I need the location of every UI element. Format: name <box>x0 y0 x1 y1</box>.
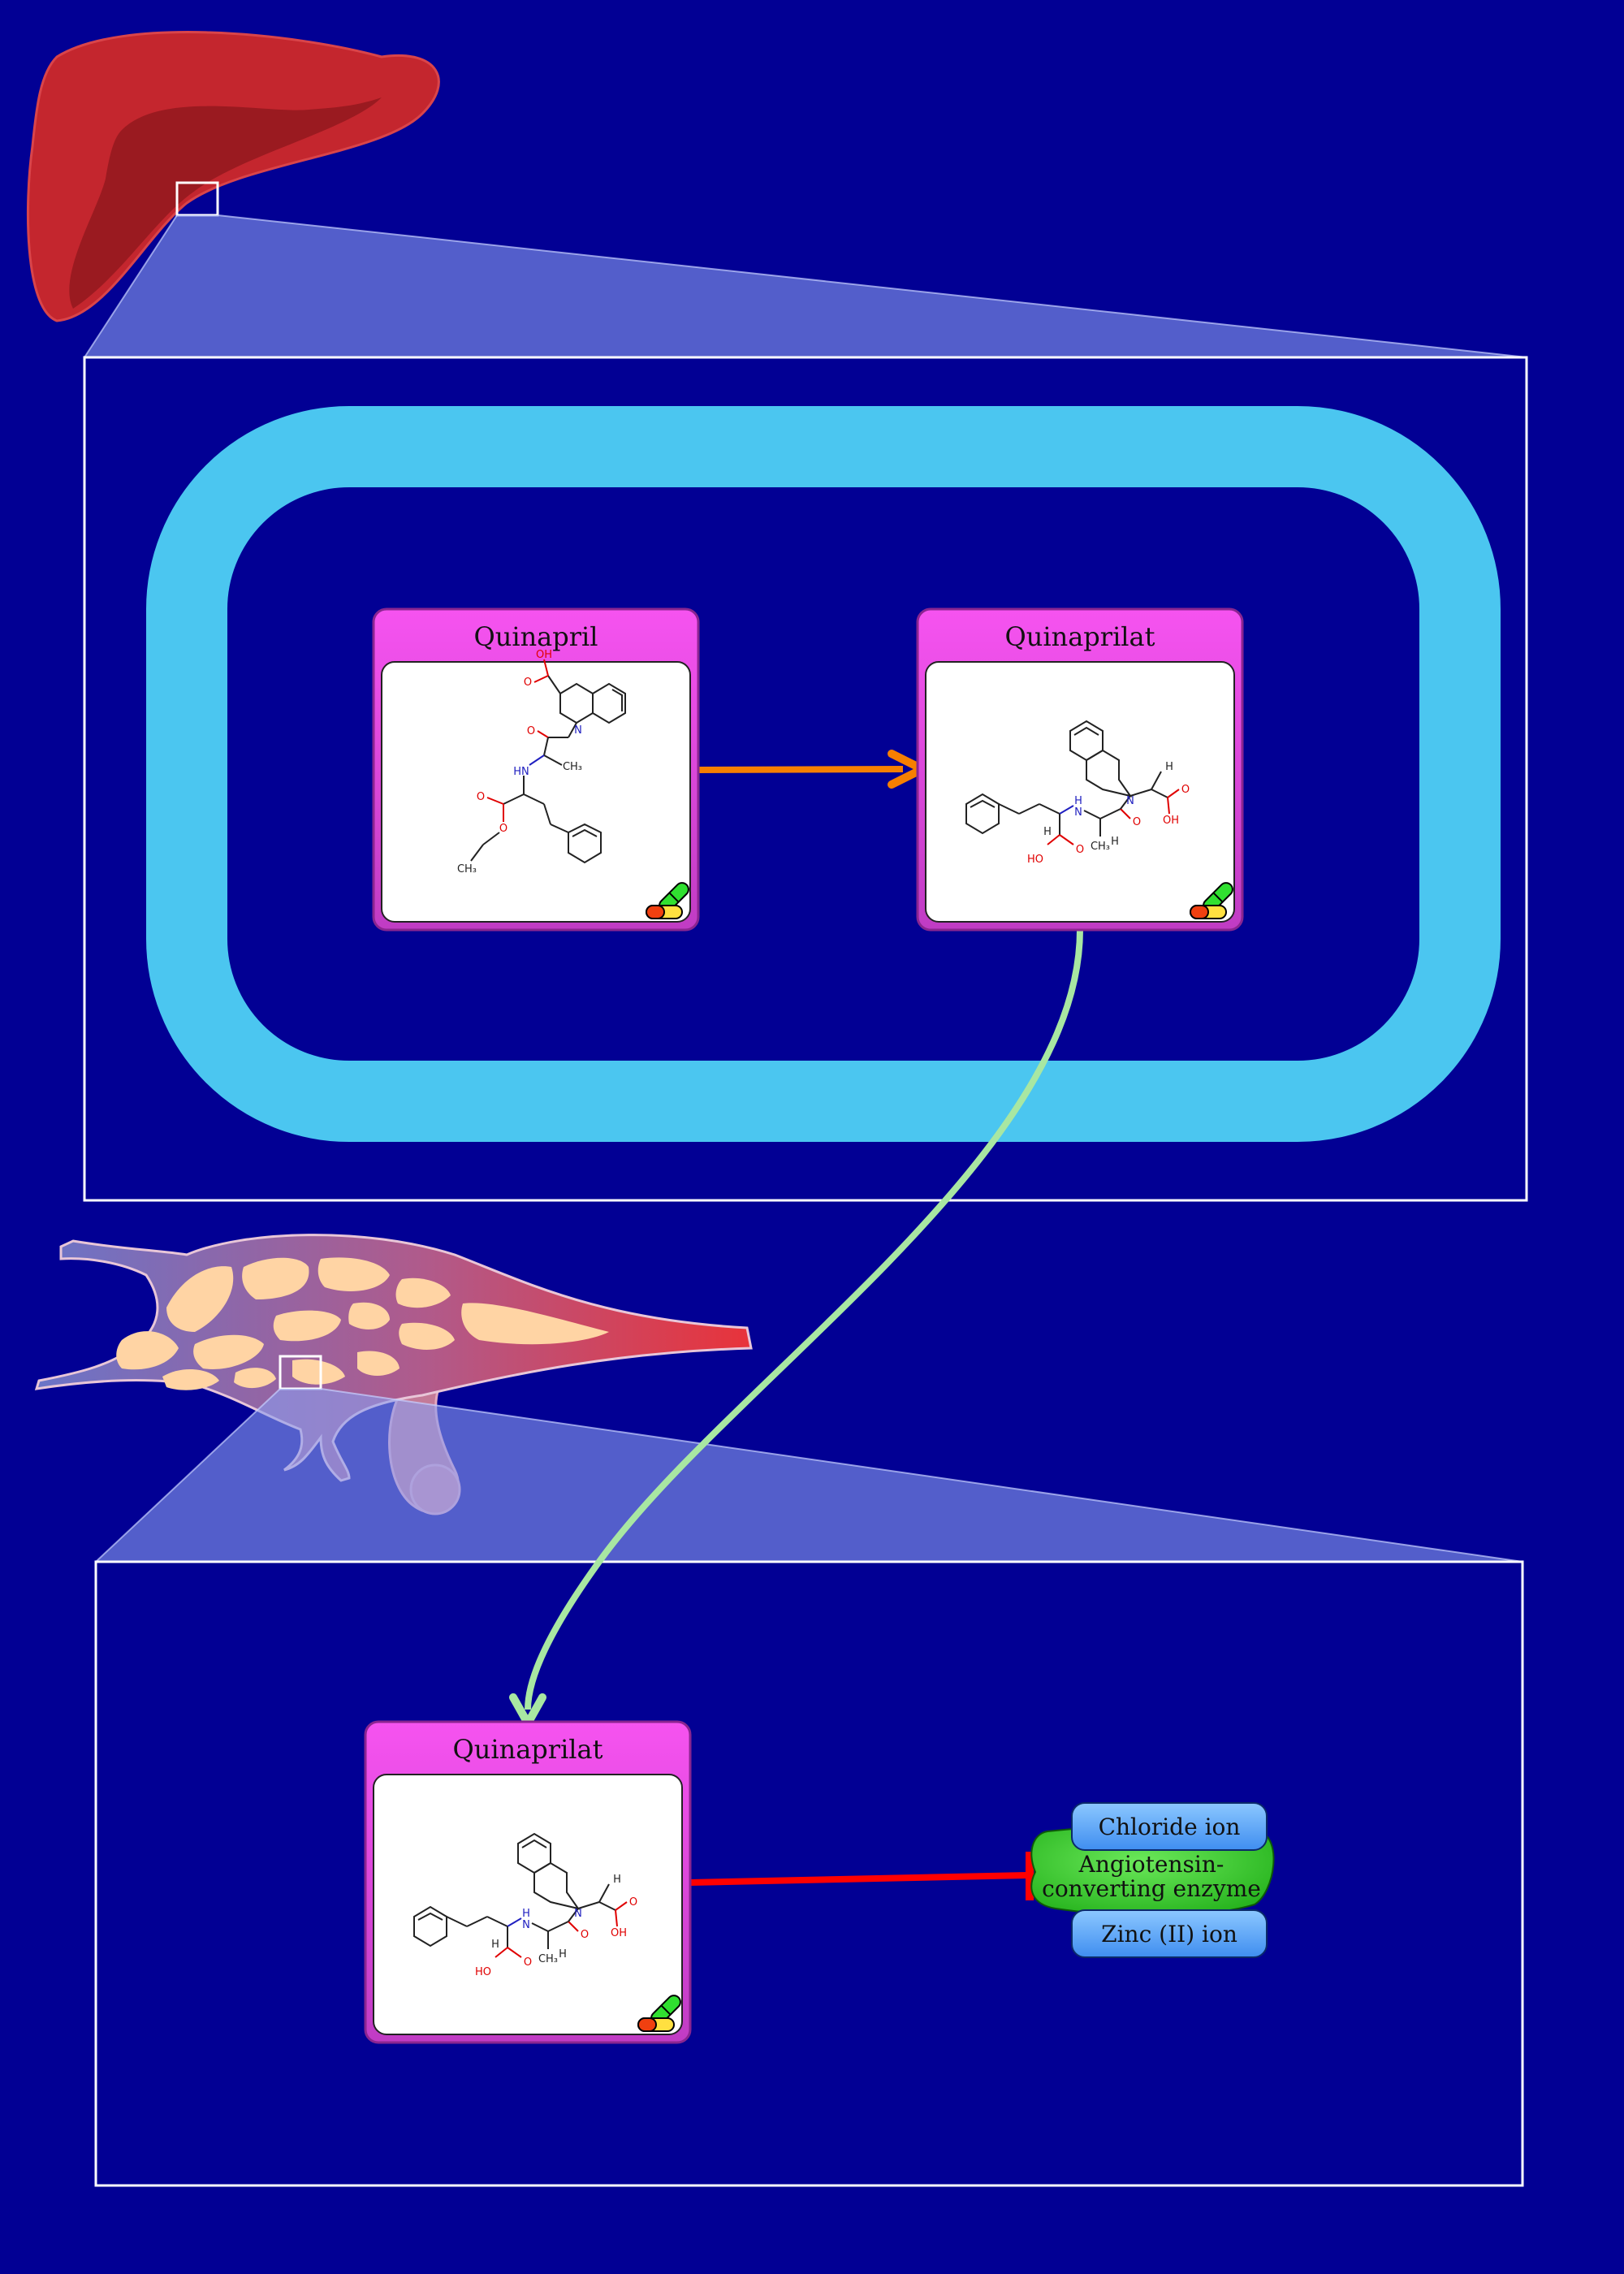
svg-text:CH₃: CH₃ <box>538 1953 558 1965</box>
quinaprilat-structure <box>965 720 1180 845</box>
svg-text:O: O <box>477 791 485 803</box>
svg-text:O: O <box>1133 816 1141 828</box>
svg-text:H: H <box>1074 795 1082 807</box>
svg-text:N: N <box>574 724 582 737</box>
zoom-projection-liver <box>84 215 1527 357</box>
svg-text:CH₃: CH₃ <box>1091 841 1110 853</box>
svg-text:OH: OH <box>1163 815 1179 827</box>
structure-panel <box>925 661 1235 923</box>
quinaprilat-structure <box>413 1832 628 1958</box>
cofactor-node-chloride[interactable] <box>1071 1802 1268 1851</box>
quinaprilat-atom-labels: N H H HO O CH₃ H O N H O OH <box>1027 761 1190 866</box>
compound-card-quinapril[interactable]: Quinapril <box>372 607 700 932</box>
svg-text:HO: HO <box>475 1966 491 1978</box>
svg-text:O: O <box>527 725 535 737</box>
svg-text:N: N <box>522 1919 530 1931</box>
svg-text:H: H <box>522 1908 530 1920</box>
compound-label: Quinapril <box>473 621 598 652</box>
svg-text:N: N <box>1074 806 1082 819</box>
svg-text:H: H <box>613 1874 621 1886</box>
svg-text:CH₃: CH₃ <box>563 761 582 773</box>
svg-text:O: O <box>524 1956 532 1969</box>
target-complex: Angiotensin- converting enzyme Chloride … <box>1030 1802 1275 1958</box>
structure-panel <box>381 661 691 923</box>
svg-text:OH: OH <box>536 649 552 661</box>
svg-text:H: H <box>559 1948 567 1961</box>
cell-membrane <box>146 406 1501 1142</box>
svg-text:O: O <box>1181 784 1190 796</box>
compound-label: Quinaprilat <box>453 1734 603 1765</box>
enzyme-label: Angiotensin- <box>1078 1851 1224 1878</box>
svg-text:CH₃: CH₃ <box>457 863 477 875</box>
svg-text:O: O <box>499 823 508 835</box>
inhibition-line <box>689 1852 1034 1900</box>
svg-text:H: H <box>491 1939 499 1951</box>
cofactor-label: Zinc (II) ion <box>1101 1921 1237 1948</box>
compound-card-quinaprilat-blood[interactable]: Quinaprilat N <box>364 1720 692 2044</box>
quinapril-structure <box>470 659 626 864</box>
structure-panel <box>373 1774 683 2035</box>
svg-text:H: H <box>1111 836 1119 848</box>
svg-text:O: O <box>1076 844 1084 856</box>
quinaprilat-atom-labels: N H H HO O CH₃ H O N H O OH <box>475 1874 637 1978</box>
svg-text:O: O <box>629 1896 637 1909</box>
quinapril-atom-labels: OH O N O HN CH₃ O O CH₃ <box>457 649 582 875</box>
svg-text:O: O <box>581 1929 589 1941</box>
enzyme-label: converting enzyme <box>1042 1875 1261 1902</box>
cofactor-label: Chloride ion <box>1099 1814 1241 1840</box>
svg-text:OH: OH <box>611 1927 627 1939</box>
blood-vessel-compartment <box>94 1560 1524 2187</box>
compound-card-quinaprilat-liver[interactable]: Quinaprilat N <box>916 607 1244 932</box>
svg-text:N: N <box>1126 795 1134 807</box>
compound-label: Quinaprilat <box>1005 621 1155 652</box>
svg-text:HN: HN <box>513 766 529 778</box>
svg-text:H: H <box>1165 761 1173 773</box>
cofactor-node-zinc[interactable] <box>1071 1909 1268 1958</box>
liver-icon <box>26 31 440 322</box>
svg-text:O: O <box>524 677 532 689</box>
svg-text:N: N <box>574 1908 582 1920</box>
svg-text:HO: HO <box>1027 854 1043 866</box>
zoom-projection-capillary <box>96 1389 1522 1562</box>
svg-text:H: H <box>1043 826 1052 838</box>
